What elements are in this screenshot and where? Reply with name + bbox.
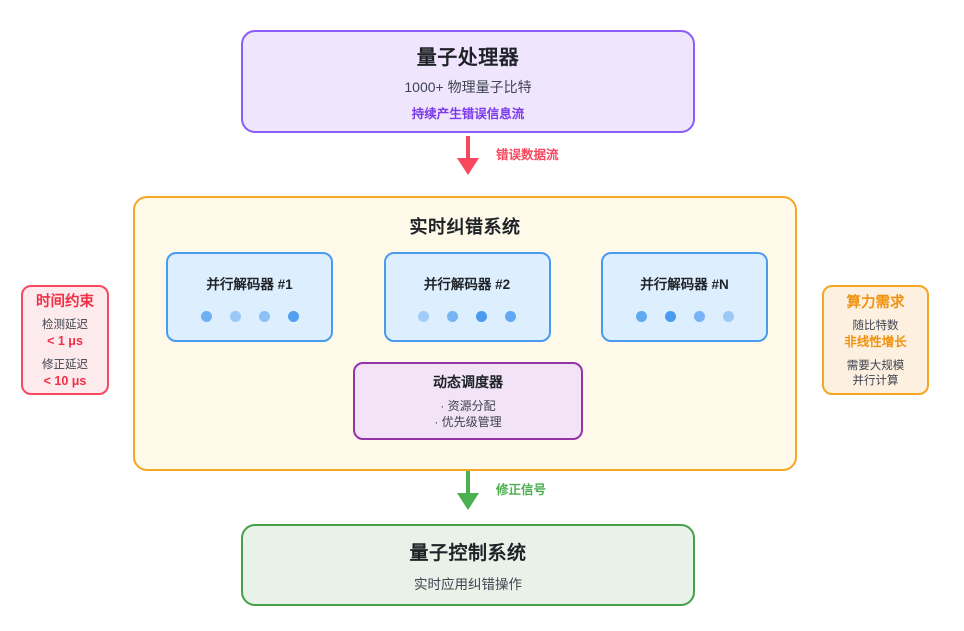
status-dot — [447, 310, 458, 322]
time-constraint-line-1: 检测延迟 — [42, 319, 88, 331]
quantum-processor-note: 持续产生错误信息流 — [411, 107, 525, 121]
quantum-processor-node: 量子处理器 1000+ 物理量子比特 持续产生错误信息流 — [241, 30, 695, 133]
correction-signal-label: 修正信号 — [496, 483, 547, 497]
compute-demand-line-1: 随比特数 — [852, 320, 899, 332]
status-dot — [200, 310, 212, 322]
quantum-control-system-title: 量子控制系统 — [409, 542, 527, 564]
status-dot — [635, 310, 647, 322]
decoder-node-n: 并行解码器 #N — [601, 252, 768, 342]
compute-demand-line-3: 并行计算 — [852, 375, 899, 387]
decoder-dots-n — [635, 310, 734, 322]
quantum-control-system-subtitle: 实时应用纠错操作 — [414, 576, 522, 592]
status-dot — [258, 310, 270, 322]
arrow-head-icon — [457, 493, 479, 510]
decoder-label-n: 并行解码器 #N — [640, 276, 729, 292]
arrow-shaft — [466, 471, 470, 497]
decoder-dots-2 — [418, 310, 516, 322]
compute-demand-line-2: 需要大规模 — [846, 360, 905, 372]
decoder-dots-1 — [200, 310, 299, 322]
status-dot — [287, 310, 299, 322]
quantum-processor-subtitle: 1000+ 物理量子比特 — [404, 79, 532, 95]
status-dot — [476, 310, 487, 322]
compute-demand-title: 算力需求 — [846, 295, 905, 311]
error-dataflow-label: 错误数据流 — [496, 148, 559, 162]
arrow-shaft — [466, 136, 470, 162]
dynamic-scheduler-item-1: · 资源分配 — [440, 399, 496, 413]
status-dot — [505, 310, 516, 322]
decoder-node-1: 并行解码器 #1 — [166, 252, 333, 342]
time-constraint-title: 时间约束 — [36, 294, 94, 310]
time-constraint-value-1: < 1 μs — [47, 334, 83, 348]
status-dot — [722, 310, 734, 322]
decoder-label-2: 并行解码器 #2 — [423, 276, 511, 292]
status-dot — [664, 310, 676, 322]
quantum-processor-title: 量子处理器 — [416, 47, 520, 69]
arrow-head-icon — [457, 158, 479, 175]
decoder-node-2: 并行解码器 #2 — [383, 252, 551, 342]
status-dot — [229, 310, 241, 322]
status-dot — [418, 310, 429, 322]
time-constraint-panel: 时间约束 检测延迟 < 1 μs 修正延迟 < 10 μs — [21, 285, 109, 395]
time-constraint-line-2: 修正延迟 — [42, 359, 88, 371]
compute-demand-panel: 算力需求 随比特数 非线性增长 需要大规模 并行计算 — [822, 285, 929, 395]
dynamic-scheduler-item-2: · 优先级管理 — [434, 415, 502, 429]
decoder-label-1: 并行解码器 #1 — [206, 276, 293, 292]
dynamic-scheduler-title: 动态调度器 — [433, 374, 503, 390]
decoder-row: 并行解码器 #1 并行解码器 #2 并行解码器 #N — [166, 252, 768, 342]
error-correction-system-container: 实时纠错系统 并行解码器 #1 并行解码器 #2 — [133, 196, 797, 471]
time-constraint-value-2: < 10 μs — [43, 374, 87, 388]
status-dot — [693, 310, 705, 322]
compute-demand-value-1: 非线性增长 — [844, 335, 907, 349]
quantum-control-system-node: 量子控制系统 实时应用纠错操作 — [241, 524, 695, 606]
error-correction-system-title: 实时纠错系统 — [409, 217, 521, 237]
dynamic-scheduler-node: 动态调度器 · 资源分配 · 优先级管理 — [353, 362, 583, 440]
